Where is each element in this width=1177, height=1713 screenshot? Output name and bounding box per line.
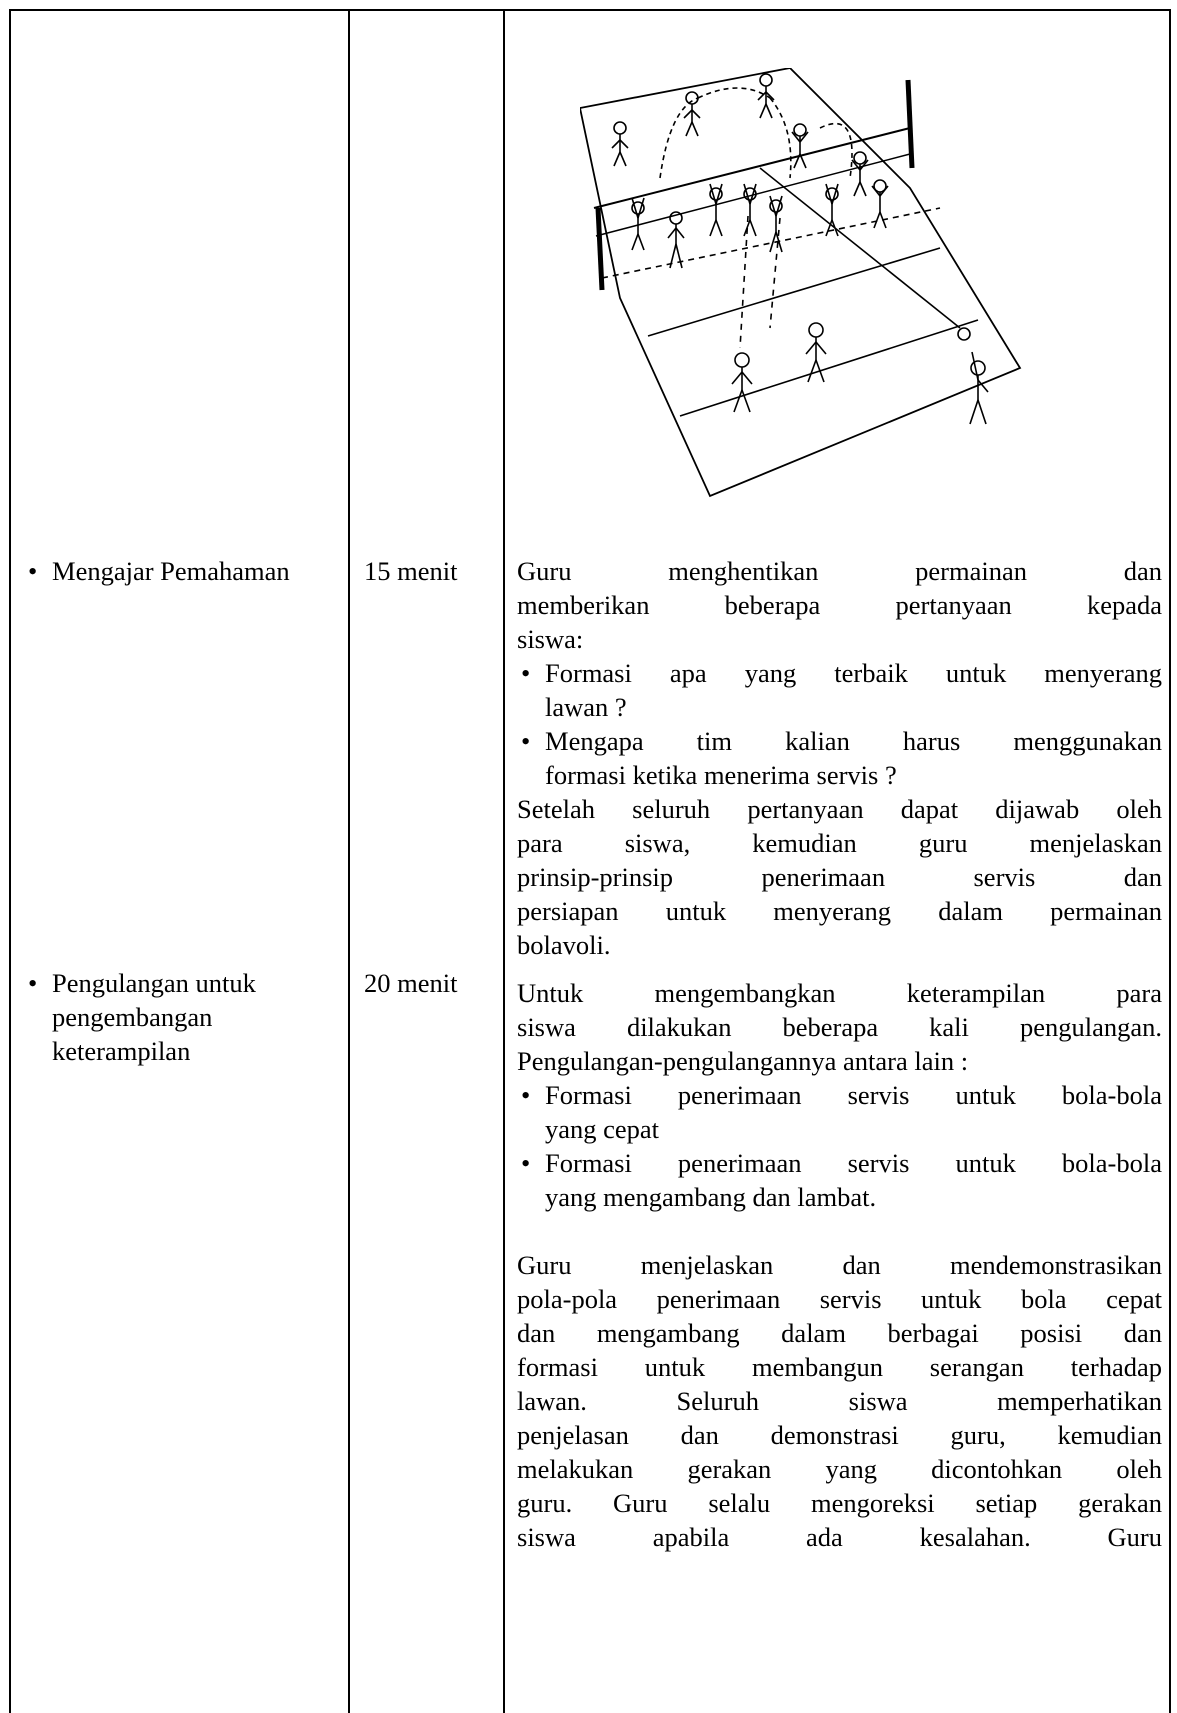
bullet-item: Formasi penerimaan servis untuk bola-bol… bbox=[517, 1146, 1162, 1214]
description-line: Pengulangan-pengulangannya antara lain : bbox=[517, 1046, 969, 1076]
bullet-line: formasi ketika menerima servis ? bbox=[545, 760, 897, 790]
column-divider bbox=[348, 11, 350, 1713]
activity-label: Pengulangan untuk pengembangan keterampi… bbox=[24, 966, 324, 1068]
description-line: siswa apabila ada kesalahan. Guru bbox=[517, 1522, 1162, 1552]
bullet-line: Formasi penerimaan servis untuk bola-bol… bbox=[545, 1080, 1162, 1110]
description-line: formasi untuk membangun serangan terhada… bbox=[517, 1352, 1162, 1382]
time-label: 15 menit bbox=[364, 554, 484, 588]
activity-line: Pengulangan untuk bbox=[52, 968, 256, 998]
activity-pengulangan: Pengulangan untuk pengembangan keterampi… bbox=[24, 966, 324, 1068]
activity-label: Mengajar Pemahaman bbox=[24, 554, 324, 588]
description-line: siswa: bbox=[517, 624, 584, 654]
description-line: pola-pola penerimaan servis untuk bola c… bbox=[517, 1284, 1162, 1314]
lesson-table bbox=[9, 9, 1171, 1713]
time-15-menit: 15 menit bbox=[364, 556, 458, 586]
paragraph-gap bbox=[517, 1214, 1162, 1248]
description-line: persiapan untuk menyerang dalam permaina… bbox=[517, 896, 1162, 926]
description-line: Setelah seluruh pertanyaan dapat dijawab… bbox=[517, 794, 1162, 824]
bullet-item: Mengapa tim kalian harus menggunakan for… bbox=[517, 724, 1162, 792]
description-line: lawan. Seluruh siswa memperhatikan bbox=[517, 1386, 1162, 1416]
activity-mengajar-pemahaman: Mengajar Pemahaman bbox=[24, 554, 324, 588]
bullet-line: Formasi penerimaan servis untuk bola-bol… bbox=[545, 1148, 1162, 1178]
description-line: memberikan beberapa pertanyaan kepada bbox=[517, 590, 1162, 620]
description-block: Untuk mengembangkan keterampilan para si… bbox=[517, 976, 1162, 1554]
description-line: Guru menjelaskan dan mendemonstrasikan bbox=[517, 1250, 1162, 1280]
bullet-line: yang mengambang dan lambat. bbox=[545, 1182, 877, 1212]
bullet-line: Formasi apa yang terbaik untuk menyerang bbox=[545, 658, 1162, 688]
column-divider bbox=[503, 11, 505, 1713]
description-line: prinsip-prinsip penerimaan servis dan bbox=[517, 862, 1162, 892]
bullet-line: yang cepat bbox=[545, 1114, 660, 1144]
time-20-menit: 20 menit bbox=[364, 968, 458, 998]
activity-line: keterampilan bbox=[52, 1036, 191, 1066]
description-line: Guru menghentikan permainan dan bbox=[517, 556, 1162, 586]
bullet-line: Mengapa tim kalian harus menggunakan bbox=[545, 726, 1162, 756]
description-line: guru. Guru selalu mengoreksi setiap gera… bbox=[517, 1488, 1162, 1518]
description-line: siswa dilakukan beberapa kali pengulanga… bbox=[517, 1012, 1162, 1042]
activity-line: pengembangan bbox=[52, 1002, 213, 1032]
description-line: penjelasan dan demonstrasi guru, kemudia… bbox=[517, 1420, 1162, 1450]
description-line: bolavoli. bbox=[517, 930, 611, 960]
volleyball-drill-illustration bbox=[580, 68, 1022, 498]
time-label: 20 menit bbox=[364, 966, 484, 1000]
description-line: Untuk mengembangkan keterampilan para bbox=[517, 978, 1162, 1008]
description-line: melakukan gerakan yang dicontohkan oleh bbox=[517, 1454, 1162, 1484]
description-line: dan mengambang dalam berbagai posisi dan bbox=[517, 1318, 1162, 1348]
description-block: Guru menghentikan permainan dan memberik… bbox=[517, 554, 1162, 962]
bullet-item: Formasi penerimaan servis untuk bola-bol… bbox=[517, 1078, 1162, 1146]
description-line: para siswa, kemudian guru menjelaskan bbox=[517, 828, 1162, 858]
bullet-item: Formasi apa yang terbaik untuk menyerang… bbox=[517, 656, 1162, 724]
bullet-line: lawan ? bbox=[545, 692, 627, 722]
